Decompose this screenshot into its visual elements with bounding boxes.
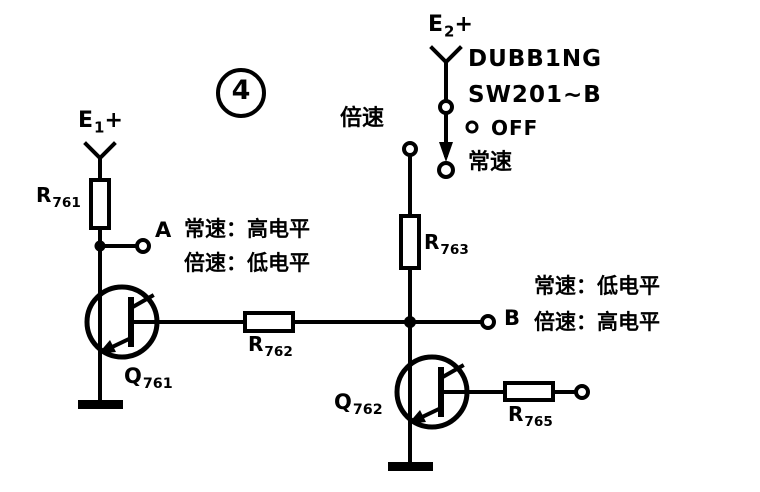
e2-main: E — [428, 12, 445, 37]
figure-number-badge: 4 — [216, 68, 266, 118]
e2-source-symbol — [429, 45, 463, 102]
switch-option-normal-speed[interactable]: 常速 — [468, 150, 513, 175]
r762-sub: 762 — [264, 344, 293, 360]
e1-source-symbol — [83, 141, 117, 182]
q762-ref: Q — [334, 390, 353, 414]
label-e2-source: E2+ — [428, 14, 474, 39]
annotation-node-a-line1: 常速：高电平 — [184, 217, 310, 241]
component-label-r765: R765 — [508, 404, 553, 430]
r761-ref: R — [36, 183, 53, 207]
q761-ref: Q — [124, 364, 143, 388]
r765-ref: R — [508, 402, 525, 426]
e2-suffix: + — [454, 12, 474, 37]
q762-sub: 762 — [352, 402, 383, 419]
switch-name-line1: DUBB1NG — [468, 46, 602, 72]
e1-suffix: + — [104, 108, 124, 133]
q761-sub: 761 — [142, 376, 173, 393]
e1-sub: 1 — [94, 118, 105, 137]
terminal-label-b: B — [504, 306, 522, 330]
r762-ref: R — [248, 332, 265, 356]
r765-sub: 765 — [524, 414, 553, 430]
terminal-label-a: A — [155, 218, 173, 242]
component-label-r761: R761 — [36, 185, 81, 211]
annotation-node-b-line1: 常速：低电平 — [534, 274, 660, 298]
component-label-r763: R763 — [424, 232, 469, 258]
component-label-q761: Q761 — [124, 364, 173, 393]
terminal-label-double-speed: 倍速 — [340, 106, 385, 131]
switch-option-off[interactable]: OFF — [491, 116, 539, 140]
component-label-r762: R762 — [248, 334, 293, 360]
figure-number-text: 4 — [231, 75, 251, 106]
component-label-q762: Q762 — [334, 390, 383, 419]
annotation-node-a-line2: 倍速：低电平 — [184, 251, 310, 275]
r763-ref: R — [424, 230, 441, 254]
r761-sub: 761 — [52, 195, 81, 211]
switch-name-line2: SW201~B — [468, 82, 602, 108]
e2-sub: 2 — [444, 22, 455, 41]
e1-main: E — [78, 108, 95, 133]
label-e1-source: E1+ — [78, 110, 124, 135]
annotation-node-b-line2: 倍速：高电平 — [534, 310, 660, 334]
r763-sub: 763 — [440, 242, 469, 258]
